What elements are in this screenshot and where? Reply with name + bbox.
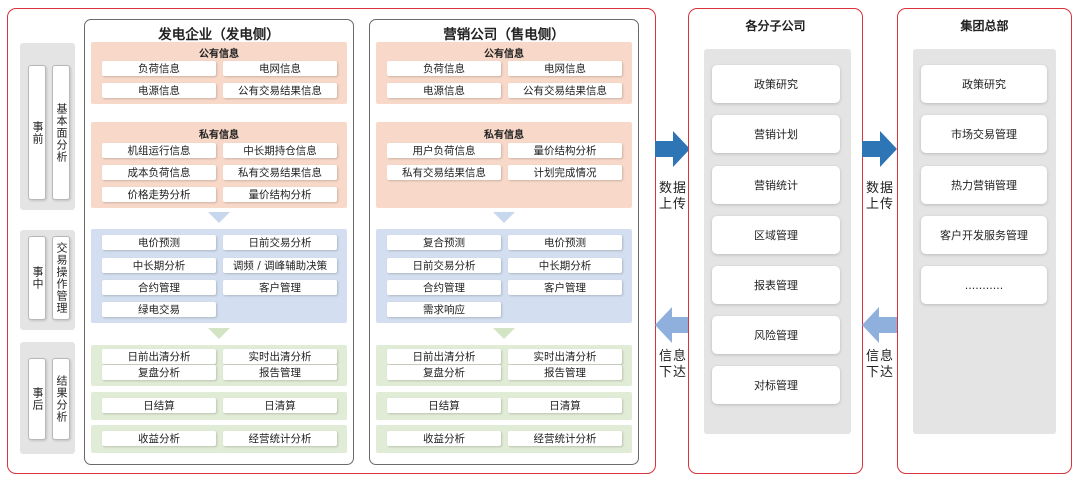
sales-operation-item: 需求响应	[387, 302, 501, 317]
gen-public-item: 电源信息	[102, 83, 216, 98]
gen-settle-item: 日清算	[223, 398, 337, 413]
phase-name-pre: 基本面分析	[52, 65, 70, 200]
branch-item: 营销统计	[712, 166, 840, 204]
gen-revenue-item: 经营统计分析	[223, 431, 337, 446]
branch-item: 报表管理	[712, 266, 840, 304]
hq-item: 政策研究	[921, 65, 1047, 103]
sales-flow-arrow-1	[493, 212, 515, 223]
sales-operation-item: 中长期分析	[508, 258, 622, 273]
gen-private-item: 机组运行信息	[102, 143, 216, 158]
download-label-2-line2: 下达	[865, 365, 894, 380]
hq-item: ...........	[921, 266, 1047, 304]
sales-private-item: 计划完成情况	[508, 165, 622, 180]
sales-public-item: 电网信息	[508, 61, 622, 76]
download-label-line2: 下达	[658, 365, 687, 380]
branch-item: 政策研究	[712, 65, 840, 103]
branch-item: 区域管理	[712, 216, 840, 254]
gen-operation-item: 绿电交易	[102, 302, 216, 317]
sales-private-item: 用户负荷信息	[387, 143, 501, 158]
download-arrow-left-icon	[655, 307, 690, 343]
download-label-2-line1: 信息	[865, 349, 894, 364]
sales-revenue-item: 收益分析	[387, 431, 501, 446]
download-arrow-left-icon	[862, 307, 897, 343]
sales-private-title: 私有信息	[484, 130, 524, 141]
branch-title: 各分子公司	[745, 19, 806, 33]
gen-column-title: 发电企业（发电侧）	[158, 27, 280, 43]
sales-settle-item: 日清算	[508, 398, 622, 413]
sales-revenue-item: 经营统计分析	[508, 431, 622, 446]
sales-public-item: 电源信息	[387, 83, 501, 98]
phase-name-post: 结果分析	[52, 358, 70, 440]
sales-result-item: 日前出清分析	[387, 349, 501, 364]
download-label: 信息 下达	[658, 349, 688, 381]
sales-result-item: 复盘分析	[387, 365, 501, 380]
sales-operation-item: 复合预测	[387, 235, 501, 250]
phase-label-pre: 事前	[28, 65, 46, 200]
sales-public-item: 负荷信息	[387, 61, 501, 76]
upload-label-line2: 上传	[658, 197, 687, 212]
gen-settle-item: 日结算	[102, 398, 216, 413]
gen-operation-item: 中长期分析	[102, 258, 216, 273]
sales-result-item: 实时出清分析	[508, 349, 622, 364]
gen-public-item: 公有交易结果信息	[223, 83, 337, 98]
hq-item: 市场交易管理	[921, 115, 1047, 153]
sales-public-title: 公有信息	[484, 49, 524, 60]
branch-item: 风险管理	[712, 316, 840, 354]
upload-label-2-line1: 数据	[865, 181, 894, 196]
phase-name-mid: 交易操作管理	[52, 236, 70, 320]
gen-operation-item: 客户管理	[223, 280, 337, 295]
download-label-line1: 信息	[658, 349, 687, 364]
upload-label: 数据 上传	[658, 181, 688, 213]
hq-item: 热力营销管理	[921, 166, 1047, 204]
phase-label-post: 事后	[28, 358, 46, 440]
gen-public-title: 公有信息	[199, 49, 239, 60]
download-label-2: 信息 下达	[865, 349, 895, 381]
phase-label-mid: 事中	[28, 236, 46, 320]
gen-revenue-item: 收益分析	[102, 431, 216, 446]
sales-public-item: 公有交易结果信息	[508, 83, 622, 98]
gen-operation-item: 合约管理	[102, 280, 216, 295]
branch-item: 对标管理	[712, 366, 840, 404]
gen-private-title: 私有信息	[199, 130, 239, 141]
upload-arrow-right-icon	[655, 131, 690, 167]
sales-result-item: 报告管理	[508, 365, 622, 380]
branch-item: 营销计划	[712, 115, 840, 153]
gen-result-item: 实时出清分析	[223, 349, 337, 364]
gen-public-item: 电网信息	[223, 61, 337, 76]
gen-public-item: 负荷信息	[102, 61, 216, 76]
upload-arrow-right-icon	[862, 131, 897, 167]
gen-private-item: 成本负荷信息	[102, 165, 216, 180]
gen-result-item: 日前出清分析	[102, 349, 216, 364]
gen-private-item: 价格走势分析	[102, 187, 216, 202]
sales-column-title: 营销公司（售电侧）	[443, 27, 565, 43]
gen-private-item: 私有交易结果信息	[223, 165, 337, 180]
sales-flow-arrow-2	[493, 328, 515, 339]
sales-operation-item: 电价预测	[508, 235, 622, 250]
gen-operation-item: 调频 / 调峰辅助决策	[223, 258, 337, 273]
sales-settle-item: 日结算	[387, 398, 501, 413]
gen-private-item: 量价结构分析	[223, 187, 337, 202]
upload-label-2: 数据 上传	[865, 181, 895, 213]
gen-operation-item: 电价预测	[102, 235, 216, 250]
hq-title: 集团总部	[960, 19, 1009, 33]
gen-flow-arrow-1	[208, 212, 230, 223]
upload-label-line1: 数据	[658, 181, 687, 196]
gen-flow-arrow-2	[208, 328, 230, 339]
gen-operation-item: 日前交易分析	[223, 235, 337, 250]
sales-operation-item: 合约管理	[387, 280, 501, 295]
hq-item: 客户开发服务管理	[921, 216, 1047, 254]
gen-result-item: 复盘分析	[102, 365, 216, 380]
gen-private-item: 中长期持仓信息	[223, 143, 337, 158]
sales-operation-item: 客户管理	[508, 280, 622, 295]
sales-private-item: 私有交易结果信息	[387, 165, 501, 180]
sales-operation-item: 日前交易分析	[387, 258, 501, 273]
upload-label-2-line2: 上传	[865, 197, 894, 212]
gen-result-item: 报告管理	[223, 365, 337, 380]
sales-private-item: 量价结构分析	[508, 143, 622, 158]
